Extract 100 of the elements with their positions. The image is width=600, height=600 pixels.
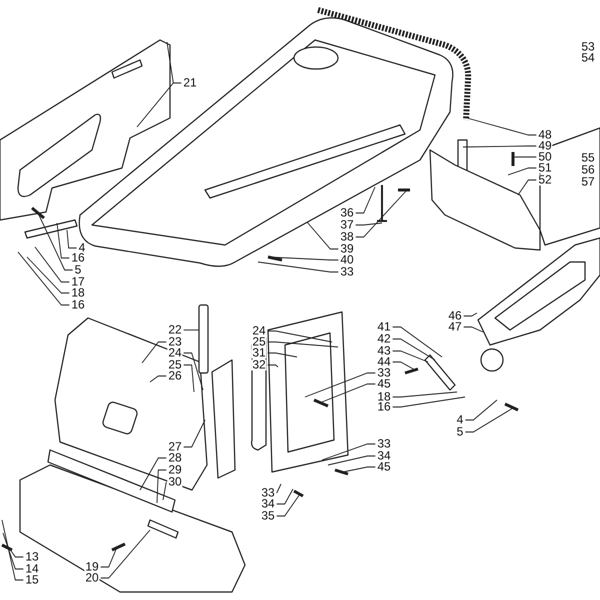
callout-number: 24 <box>167 348 183 358</box>
callout-number: 30 <box>167 476 183 488</box>
leader-line <box>304 372 376 398</box>
callout-number: 37 <box>339 220 355 230</box>
leader-line <box>267 352 298 358</box>
callout-number: 54 <box>580 52 596 64</box>
leader-line <box>183 364 194 392</box>
callout-number: 15 <box>24 574 40 586</box>
callout-number: 5 <box>456 426 464 438</box>
leader-line <box>268 256 339 260</box>
callout-number: 14 <box>24 564 40 574</box>
callout-number: 45 <box>376 378 392 390</box>
leader-line <box>392 326 442 358</box>
callout-number: 36 <box>339 208 355 218</box>
leader-line <box>464 408 514 432</box>
callout-number: 31 <box>251 348 267 358</box>
leader-line <box>355 190 408 238</box>
leader-line <box>100 546 118 568</box>
leader-line <box>156 470 167 504</box>
callout-number: 28 <box>167 452 183 464</box>
leader-line <box>183 420 206 448</box>
leader-line <box>276 494 300 516</box>
leader-line <box>328 456 376 466</box>
leader-line <box>34 246 70 282</box>
callout-number: 41 <box>376 322 392 332</box>
callout-number: 25 <box>251 336 267 348</box>
callout-number: 16 <box>70 252 86 264</box>
callout-number: 34 <box>260 498 276 510</box>
leader-line <box>392 350 428 362</box>
leader-line <box>392 362 416 370</box>
leader-line <box>462 146 537 148</box>
leader-line <box>322 444 376 460</box>
leader-line <box>267 364 278 368</box>
leader-line <box>464 400 498 420</box>
callout-number: 50 <box>537 152 553 162</box>
callout-number: 40 <box>339 254 355 266</box>
callout-number: 53 <box>580 42 596 52</box>
leader-line <box>2 532 24 570</box>
callout-number: 52 <box>537 174 553 186</box>
leader-line <box>512 156 537 158</box>
callout-number: 56 <box>580 164 596 176</box>
leader-line <box>463 312 478 316</box>
callout-number: 18 <box>376 392 392 402</box>
leader-line <box>18 252 70 306</box>
callout-number: 33 <box>376 368 392 378</box>
callout-number: 5 <box>74 264 82 276</box>
leader-line <box>306 222 339 250</box>
leader-line <box>136 42 182 128</box>
callout-number: 55 <box>580 152 596 164</box>
leader-line <box>150 376 167 382</box>
leader-line <box>2 520 24 580</box>
callout-number: 51 <box>537 162 553 174</box>
leader-line <box>258 262 339 272</box>
callout-number: 38 <box>339 232 355 242</box>
leader-line <box>267 342 338 348</box>
callout-number: 32 <box>251 360 267 370</box>
callout-number: 23 <box>167 336 183 348</box>
leader-line <box>276 484 282 494</box>
callout-number: 44 <box>376 356 392 368</box>
callout-number: 24 <box>251 326 267 336</box>
leader-line <box>276 488 294 504</box>
leader-line <box>392 338 436 360</box>
leader-line <box>100 530 150 578</box>
callout-number: 29 <box>167 464 183 476</box>
leader-line <box>66 230 78 248</box>
callout-number: 20 <box>84 572 100 584</box>
callout-number: 22 <box>167 324 183 336</box>
leader-line <box>342 466 376 472</box>
leader-line <box>355 222 382 226</box>
callout-number: 18 <box>70 288 86 298</box>
callout-number: 25 <box>167 360 183 370</box>
callout-number: 21 <box>182 78 198 88</box>
callout-number: 49 <box>537 140 553 152</box>
leader-line <box>392 392 458 398</box>
callout-number: 35 <box>260 510 276 522</box>
leader-line <box>392 396 466 408</box>
callout-number: 17 <box>70 276 86 288</box>
leader-line <box>38 212 74 270</box>
leader-line <box>162 482 167 500</box>
callout-number: 57 <box>580 176 596 188</box>
leader-line <box>518 180 537 196</box>
leader-line <box>508 168 537 176</box>
leader-line <box>56 222 70 258</box>
callout-number: 27 <box>167 442 183 452</box>
leader-line <box>322 384 376 402</box>
callout-number: 33 <box>376 438 392 450</box>
callout-number: 16 <box>376 402 392 412</box>
leader-line <box>463 326 484 332</box>
callout-number: 33 <box>339 266 355 278</box>
leader-line <box>267 330 332 342</box>
callout-number: 43 <box>376 346 392 356</box>
callout-number: 48 <box>537 130 553 140</box>
leader-line <box>6 544 24 558</box>
callout-number: 13 <box>24 552 40 562</box>
callout-number: 26 <box>167 370 183 382</box>
leader-line <box>183 352 204 390</box>
callout-number: 33 <box>260 488 276 498</box>
leader-line <box>140 458 167 490</box>
leader-line <box>26 256 70 294</box>
callout-number: 16 <box>70 300 86 310</box>
